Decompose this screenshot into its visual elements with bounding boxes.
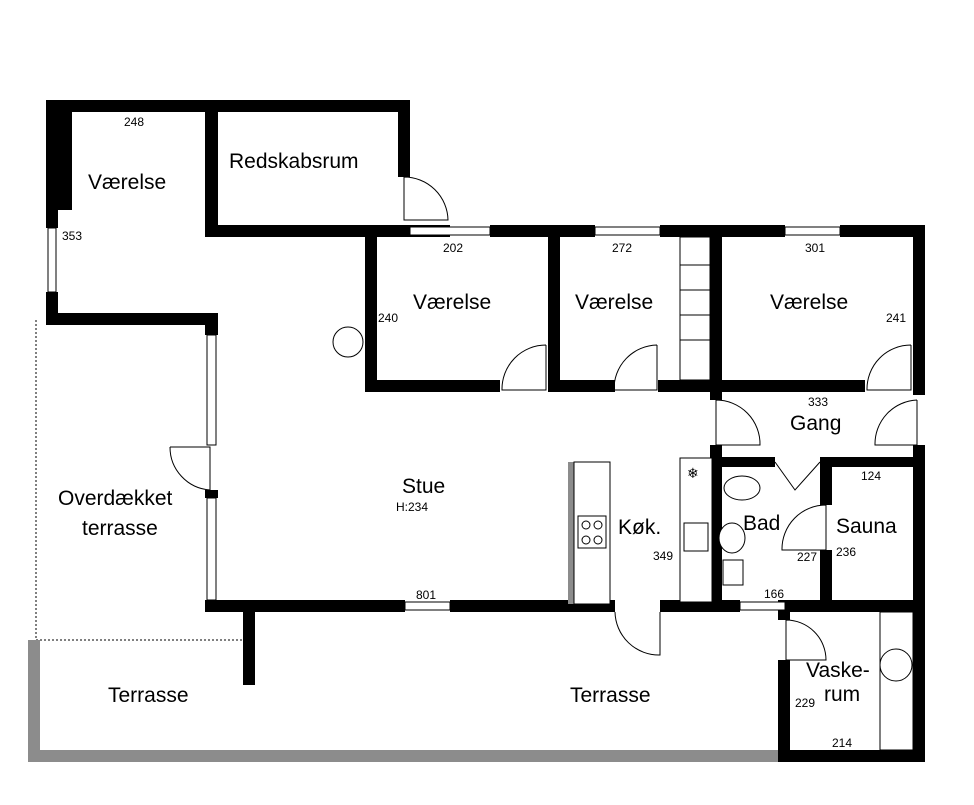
- toilet-icon: [723, 475, 761, 501]
- room-label-bad: Bad: [743, 512, 780, 535]
- dimension-333: 333: [808, 395, 828, 409]
- sink-icon: [718, 522, 746, 554]
- room-label-gang: Gang: [790, 412, 841, 435]
- dimension-272: 272: [612, 241, 632, 255]
- room-label-kok: Køk.: [618, 516, 661, 539]
- washer-icon: [879, 648, 913, 682]
- room-label-vaerelse-2: Værelse: [575, 291, 653, 314]
- dimension-240: 240: [378, 311, 398, 325]
- dimension-301: 301: [805, 241, 825, 255]
- fixtures: ❄: [332, 236, 914, 751]
- dimension-236: 236: [836, 545, 856, 559]
- room-label-stue: Stue: [402, 475, 445, 498]
- stue-height: H:234: [396, 500, 428, 514]
- room-label-terrasse-covered: terrasse: [82, 517, 158, 540]
- dimension-241: 241: [886, 311, 906, 325]
- dimension-227: 227: [797, 550, 817, 564]
- dimension-801: 801: [416, 588, 436, 602]
- room-label-redskabsrum: Redskabsrum: [229, 150, 359, 173]
- dimension-248: 248: [124, 115, 144, 129]
- room-label-vaerelse-3: Værelse: [770, 291, 848, 314]
- room-label-vaerelse-nw: Værelse: [88, 171, 166, 194]
- dimension-214: 214: [832, 736, 852, 750]
- windows: [47, 226, 841, 611]
- freezer-icon: ❄: [687, 465, 699, 481]
- hob-icon: [577, 515, 607, 549]
- stove-icon: [332, 326, 364, 358]
- doors: [169, 176, 918, 661]
- walls: [46, 100, 925, 762]
- dimension-349: 349: [653, 549, 673, 563]
- room-label-terrasse-left: Terrasse: [108, 684, 189, 707]
- room-label-rum: rum: [824, 683, 860, 706]
- room-label-sauna: Sauna: [836, 515, 897, 538]
- dimension-229: 229: [795, 696, 815, 710]
- dimension-202: 202: [443, 241, 463, 255]
- room-label-overdaekket: Overdækket: [58, 487, 173, 510]
- dimension-124: 124: [861, 469, 881, 483]
- dimension-353: 353: [62, 229, 82, 243]
- room-label-vaerelse-1: Værelse: [413, 291, 491, 314]
- room-label-terrasse-right: Terrasse: [570, 684, 651, 707]
- terrace-outline: [28, 320, 780, 762]
- stairs: [679, 236, 711, 381]
- dimension-166: 166: [764, 587, 784, 601]
- room-label-vaskerum: Vaske-: [806, 659, 870, 682]
